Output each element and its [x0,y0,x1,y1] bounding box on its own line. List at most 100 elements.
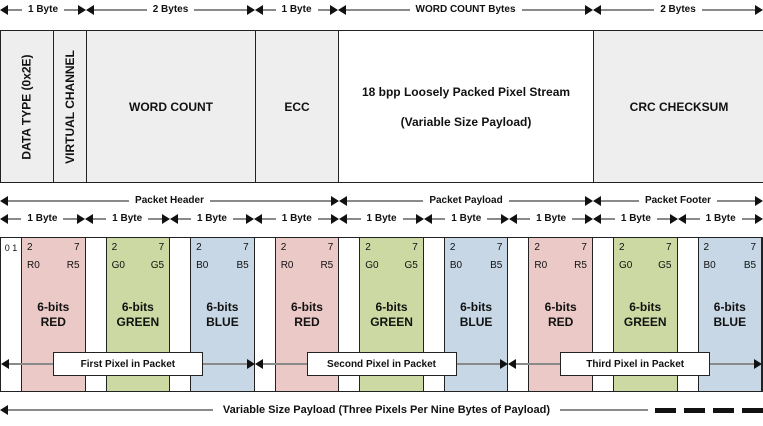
byte-name-line1: 6-bits [290,299,323,314]
field-word-count: WORD COUNT [87,31,256,182]
bit-lo: 2 [703,242,710,253]
dim-line [601,200,639,202]
dim-label: 1 Byte [27,213,58,224]
dim-label: 2 Bytes [660,4,696,15]
field-label-line2: (Variable Size Payload) [400,114,532,129]
arrowhead-right-icon [78,5,87,15]
byte-name-line2: BLUE [206,314,239,329]
bit-lo: 2 [196,242,202,253]
byte-name-line1: 6-bits [206,299,239,314]
field-label: WORD COUNT [129,99,213,114]
dim-packet-header: Packet Header [0,195,339,207]
field-data-type: DATA TYPE (0x2E) [1,31,54,182]
dim-line [686,218,700,220]
arrowhead-left-icon [255,5,263,15]
byte-name-line2: RED [547,314,574,329]
unused-bits-label: 0 1 [4,243,18,253]
dim-label: 1 Byte [281,4,312,15]
arrowhead-left-icon [593,5,601,15]
arrowhead-left-icon [338,5,346,15]
sig-hi: B5 [743,260,757,271]
dim-1byte: 1 Byte [593,213,679,225]
field-ecc: ECC [256,31,339,182]
arrowhead-right-icon [500,214,509,224]
sig-lo: G0 [365,260,379,271]
dim-label: 1 Byte [196,213,227,224]
sig-lo: R0 [27,260,40,271]
dim-line [572,218,586,220]
sig-lo: G0 [618,260,633,271]
bit-hi: 7 [665,242,672,253]
dim-line [63,218,77,220]
bit-hi: 7 [750,242,757,253]
dim-1byte: 1 Byte [339,213,424,225]
arrowhead-right-icon [585,196,593,206]
arrowhead-right-icon [76,214,85,224]
dim-line [521,9,586,11]
field-crc-checksum: CRC CHECKSUM [594,31,763,182]
sig-lo: B0 [449,260,463,271]
dim-line [8,218,22,220]
bit-lo: 2 [534,242,540,253]
dim-line [347,200,424,202]
arrowhead-left-icon [1,359,9,369]
arrowhead-left-icon [86,5,94,15]
dim-1byte: 1 Byte [678,213,763,225]
arrowhead-left-icon [0,214,8,224]
dim-line [262,363,307,365]
arrowhead-right-icon [500,359,509,369]
arrowhead-left-icon [254,359,263,369]
bit-lo: 2 [27,242,33,253]
variable-payload-annotation: Variable Size Payload (Three Pixels Per … [0,402,763,418]
arrowhead-left-icon [678,214,687,224]
dim-1byte: 1 Byte [84,213,170,225]
bit-lo: 2 [111,242,118,253]
arrowhead-left-icon [423,214,432,224]
arrowhead-right-icon [754,359,763,369]
arrowhead-right-icon [331,214,340,224]
dim-line [92,218,107,220]
dim-line [508,200,585,202]
dim-line [194,9,248,11]
byte-name-line2: BLUE [713,314,747,329]
dim-label: 1 Byte [112,213,143,224]
field-label: CRC CHECKSUM [629,99,729,114]
bit-hi: 7 [581,242,587,253]
dim-line [317,218,332,220]
dim-line [710,363,755,365]
arrowhead-right-icon [246,359,255,369]
bit-hi: 7 [74,242,80,253]
dim-line [202,363,247,365]
dim-packet-payload: Packet Payload [339,195,593,207]
sig-lo: R0 [280,260,294,271]
field-label-stack: 18 bpp Loosely Packed Pixel Stream (Vari… [362,85,570,129]
dim-2bytes-wordcount: 2 Bytes [86,4,256,16]
sig-lo: R0 [534,260,548,271]
dim-line [94,9,147,11]
pixel-group-2: Second Pixel in Packet [254,352,509,376]
dim-line [516,218,531,220]
dim-line [177,218,191,220]
dim-line [8,200,130,202]
arrowhead-left-icon [593,196,601,206]
dim-line [262,218,276,220]
dim-2bytes-crc: 2 Bytes [593,4,763,16]
bit-hi: 7 [158,242,165,253]
sig-hi: B5 [490,260,503,271]
dim-label: 1 Byte [366,213,397,224]
byte-name-line2: RED [294,314,320,329]
